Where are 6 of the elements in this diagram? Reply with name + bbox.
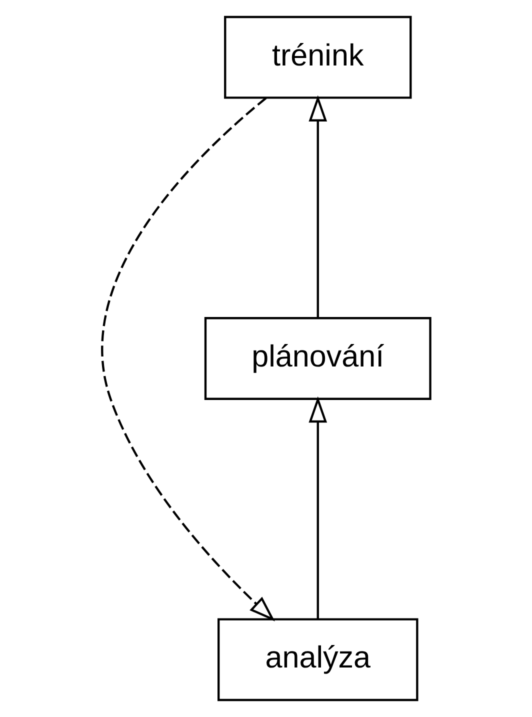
arrow <box>101 97 275 622</box>
node-box: analýza <box>218 618 418 702</box>
arrow <box>308 396 328 620</box>
node-box: plánování <box>204 317 432 400</box>
arrow <box>308 95 328 318</box>
node-box: trénink <box>224 16 412 99</box>
